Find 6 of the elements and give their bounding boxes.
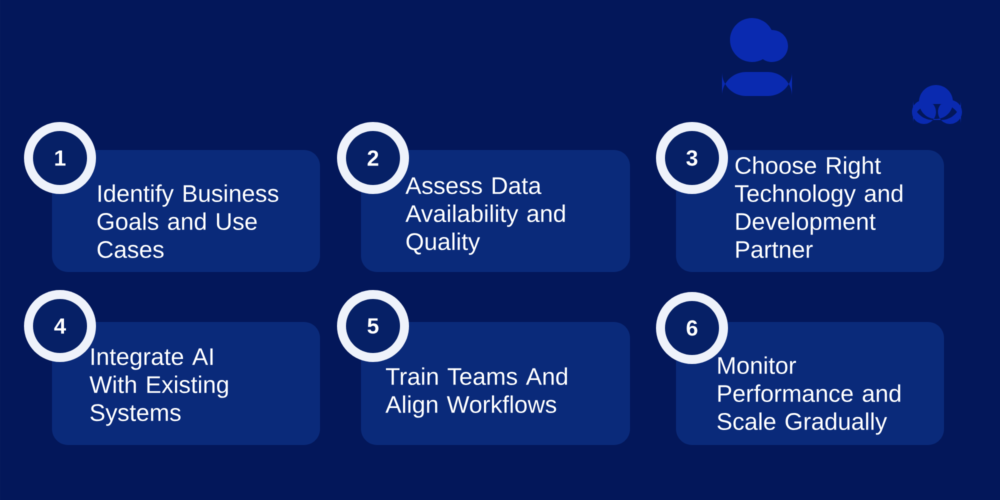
step-card: 3 Choose Right Technology and Development Partner [656, 122, 944, 272]
step-card: 5 Train Teams And Align Workflows [337, 290, 630, 445]
step-card: 4 Integrate AI With Existing Systems [24, 290, 320, 445]
step-card: 1 Identify Business Goals and Use Cases [24, 122, 320, 272]
step-card: 6 Monitor Performance and Scale Gradually [656, 292, 944, 445]
step-card: 2 Assess Data Availability and Quality [337, 122, 630, 272]
